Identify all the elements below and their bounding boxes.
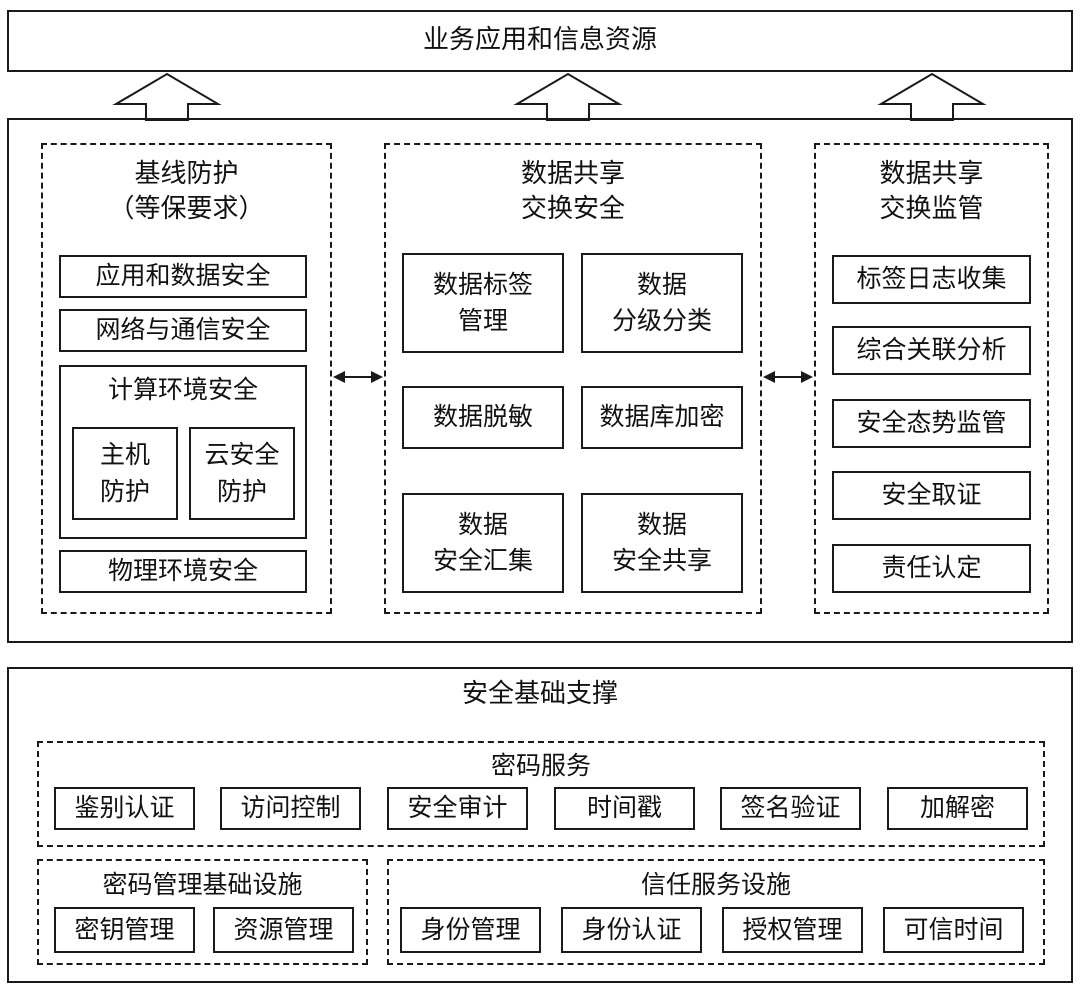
signature-verify-label: 签名验证 bbox=[740, 793, 841, 823]
trusted-time-label: 可信时间 bbox=[903, 914, 1004, 944]
crypto-services-title: 密码服务 bbox=[490, 751, 591, 780]
identity-mgmt-label: 身份管理 bbox=[420, 914, 521, 944]
exchange-security-title: 数据共享 交换安全 bbox=[520, 159, 625, 225]
trust-services-title: 信任服务设施 bbox=[640, 870, 791, 899]
tag-log-collection-box: 标签日志收集 bbox=[832, 255, 1031, 304]
double-arrow-right bbox=[763, 371, 813, 383]
data-secure-sharing-box: 数据 安全共享 bbox=[581, 493, 743, 593]
app-data-security-box: 应用和数据安全 bbox=[59, 255, 307, 298]
database-encryption-box: 数据库加密 bbox=[581, 386, 743, 449]
host-protection-label: 主机 防护 bbox=[99, 440, 150, 506]
access-control-box: 访问控制 bbox=[220, 787, 361, 830]
cloud-protection-box: 云安全 防护 bbox=[189, 427, 295, 520]
forensics-box: 安全取证 bbox=[832, 471, 1031, 520]
top-bar-label: 业务应用和信息资源 bbox=[422, 25, 657, 56]
host-protection-box: 主机 防护 bbox=[72, 427, 178, 520]
identity-mgmt-box: 身份管理 bbox=[400, 907, 541, 953]
access-control-label: 访问控制 bbox=[240, 793, 341, 823]
compute-env-title: 计算环境安全 bbox=[107, 375, 258, 404]
double-arrow-left bbox=[333, 371, 383, 383]
compute-env-group bbox=[59, 365, 307, 539]
situation-monitoring-label: 安全态势监管 bbox=[856, 408, 1007, 438]
exchange-supervision-group bbox=[814, 143, 1049, 614]
encrypt-decrypt-box: 加解密 bbox=[887, 787, 1028, 830]
tag-log-collection-label: 标签日志收集 bbox=[856, 264, 1007, 294]
key-mgmt-box: 密钥管理 bbox=[54, 907, 195, 953]
authentication-label: 鉴别认证 bbox=[74, 793, 175, 823]
foundation-frame bbox=[7, 667, 1073, 983]
key-mgmt-label: 密钥管理 bbox=[74, 914, 175, 944]
data-tag-mgmt-label: 数据标签 管理 bbox=[432, 269, 533, 335]
forensics-label: 安全取证 bbox=[881, 480, 982, 510]
cloud-protection-label: 云安全 防护 bbox=[204, 440, 280, 506]
data-masking-label: 数据脱敏 bbox=[432, 402, 533, 432]
network-security-label: 网络与通信安全 bbox=[95, 315, 271, 345]
app-data-security-label: 应用和数据安全 bbox=[95, 261, 271, 291]
data-classification-label: 数据 分级分类 bbox=[611, 269, 712, 335]
up-arrow-center bbox=[513, 72, 623, 121]
baseline-protection-title: 基线防护 （等保要求） bbox=[108, 159, 265, 225]
protection-frame bbox=[7, 118, 1073, 643]
security-audit-box: 安全审计 bbox=[387, 787, 528, 830]
situation-monitoring-box: 安全态势监管 bbox=[832, 399, 1031, 448]
accountability-box: 责任认定 bbox=[832, 544, 1031, 593]
data-masking-box: 数据脱敏 bbox=[402, 386, 564, 449]
database-encryption-label: 数据库加密 bbox=[599, 402, 725, 432]
network-security-box: 网络与通信安全 bbox=[59, 309, 307, 352]
correlation-analysis-label: 综合关联分析 bbox=[856, 335, 1007, 365]
crypto-infra-title: 密码管理基础设施 bbox=[102, 870, 303, 899]
resource-mgmt-label: 资源管理 bbox=[233, 914, 334, 944]
timestamp-label: 时间戳 bbox=[586, 793, 662, 823]
foundation-title: 安全基础支撑 bbox=[461, 679, 618, 709]
data-secure-sharing-label: 数据 安全共享 bbox=[611, 509, 712, 575]
top-app-resource-bar: 业务应用和信息资源 bbox=[7, 10, 1073, 72]
identity-auth-box: 身份认证 bbox=[561, 907, 702, 953]
crypto-services-group bbox=[37, 741, 1045, 847]
data-secure-aggregation-box: 数据 安全汇集 bbox=[402, 493, 564, 593]
authorization-mgmt-label: 授权管理 bbox=[742, 914, 843, 944]
data-tag-mgmt-box: 数据标签 管理 bbox=[402, 253, 564, 353]
authentication-box: 鉴别认证 bbox=[54, 787, 195, 830]
security-audit-label: 安全审计 bbox=[407, 793, 508, 823]
correlation-analysis-box: 综合关联分析 bbox=[832, 326, 1031, 375]
authorization-mgmt-box: 授权管理 bbox=[722, 907, 863, 953]
up-arrow-right bbox=[877, 72, 987, 121]
exchange-security-group bbox=[384, 143, 762, 614]
accountability-label: 责任认定 bbox=[881, 553, 982, 583]
crypto-infra-group bbox=[37, 859, 368, 965]
physical-env-box: 物理环境安全 bbox=[59, 550, 307, 593]
data-classification-box: 数据 分级分类 bbox=[581, 253, 743, 353]
identity-auth-label: 身份认证 bbox=[581, 914, 682, 944]
trust-services-group bbox=[387, 859, 1045, 965]
timestamp-box: 时间戳 bbox=[554, 787, 695, 830]
trusted-time-box: 可信时间 bbox=[883, 907, 1024, 953]
baseline-protection-group bbox=[41, 143, 332, 614]
exchange-supervision-title: 数据共享 交换监管 bbox=[879, 159, 984, 225]
signature-verify-box: 签名验证 bbox=[720, 787, 861, 830]
data-secure-aggregation-label: 数据 安全汇集 bbox=[432, 509, 533, 575]
encrypt-decrypt-label: 加解密 bbox=[919, 793, 995, 823]
resource-mgmt-box: 资源管理 bbox=[213, 907, 354, 953]
up-arrow-left bbox=[112, 72, 222, 121]
physical-env-label: 物理环境安全 bbox=[107, 556, 258, 586]
